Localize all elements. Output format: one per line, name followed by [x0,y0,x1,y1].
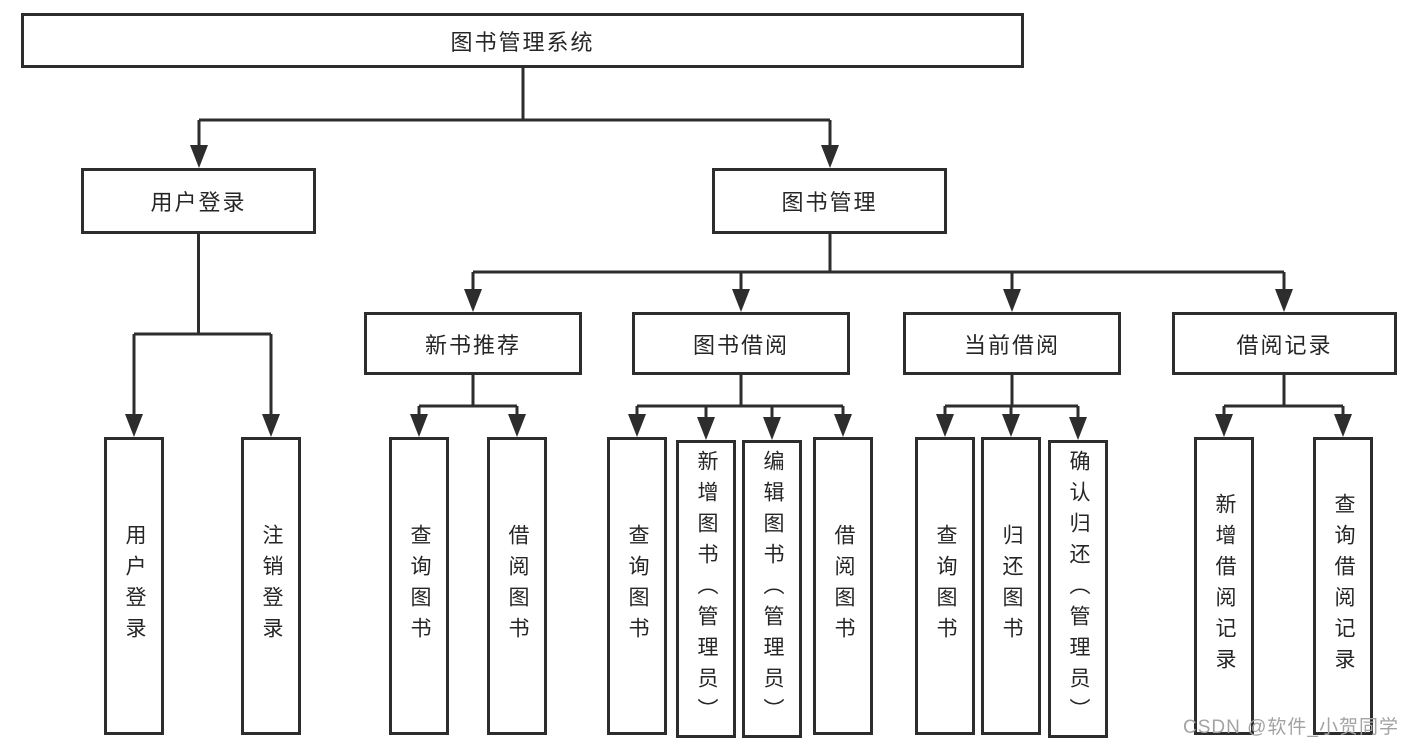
leaf-user-login-login: 用户登录 [104,437,164,735]
arrowhead-icon [763,417,781,440]
leaf-new-book-borrow-books: 借阅图书 [487,437,547,735]
leaf-new-book-query-books: 查询图书 [389,437,449,735]
leaf-book-borrowing-borrow-books: 借阅图书 [813,437,873,735]
arrowhead-icon [821,145,839,168]
node-borrowing-records: 借阅记录 [1172,312,1397,375]
connector-book-borrowing-to-leaves [628,375,852,440]
arrowhead-icon [190,145,208,168]
arrowhead-icon [1334,414,1352,437]
connector-borrowing-records-to-leaves [1215,375,1352,437]
arrowhead-icon [262,414,280,437]
arrowhead-icon [410,414,428,437]
arrowhead-icon [697,417,715,440]
leaf-current-borrowing-query-books: 查询图书 [915,437,975,735]
connector-book-management-to-level3 [464,234,1293,312]
connector-user-login-to-leaves [125,234,280,437]
arrowhead-icon [834,414,852,437]
node-root: 图书管理系统 [21,13,1024,68]
node-current-borrowing: 当前借阅 [903,312,1121,375]
arrowhead-icon [1275,289,1293,312]
leaf-user-login-logout: 注销登录 [241,437,301,735]
arrowhead-icon [628,414,646,437]
node-new-book-recommend: 新书推荐 [364,312,582,375]
arrowhead-icon [936,414,954,437]
leaf-current-borrowing-confirm-return-admin: 确认归还（管理员） [1048,440,1108,738]
leaf-book-borrowing-add-books-admin: 新增图书（管理员） [676,440,736,738]
leaf-book-borrowing-query-books: 查询图书 [607,437,667,735]
leaf-current-borrowing-return-books: 归还图书 [981,437,1041,735]
leaf-borrowing-records-query-record: 查询借阅记录 [1313,437,1373,735]
node-book-management: 图书管理 [712,168,947,234]
arrowhead-icon [1215,414,1233,437]
arrowhead-icon [732,289,750,312]
node-user-login: 用户登录 [81,168,316,234]
arrowhead-icon [1003,289,1021,312]
watermark: CSDN @软件_小贺同学 [1183,717,1399,738]
arrowhead-icon [1002,414,1020,437]
node-book-borrowing: 图书借阅 [632,312,850,375]
connector-new-book-to-leaves [410,375,526,437]
arrowhead-icon [1069,417,1087,440]
arrowhead-icon [125,414,143,437]
arrowhead-icon [464,289,482,312]
leaf-book-borrowing-edit-books-admin: 编辑图书（管理员） [742,440,802,738]
arrowhead-icon [508,414,526,437]
connector-root-to-level2 [190,68,839,168]
connector-current-borrowing-to-leaves [936,375,1087,440]
leaf-borrowing-records-add-record: 新增借阅记录 [1194,437,1254,735]
